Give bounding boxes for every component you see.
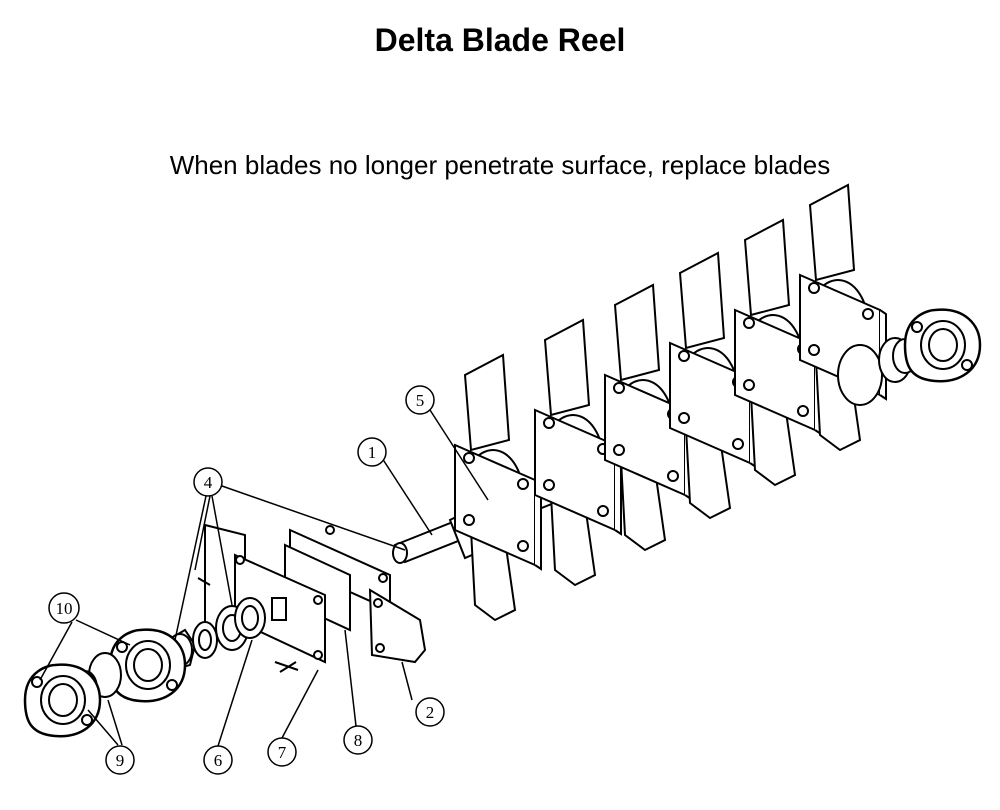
left-bearing-assembly <box>23 628 187 738</box>
callout-7: 7 <box>267 737 297 767</box>
svg-text:1: 1 <box>368 443 377 462</box>
svg-text:6: 6 <box>214 751 223 770</box>
svg-text:7: 7 <box>278 743 287 762</box>
svg-text:9: 9 <box>116 751 125 770</box>
blade-assembly <box>454 184 887 621</box>
instruction-text: When blades no longer penetrate surface,… <box>169 150 831 180</box>
callout-2: 2 <box>415 697 445 727</box>
svg-text:5: 5 <box>416 391 425 410</box>
callout-9: 9 <box>105 745 135 775</box>
callout-4: 4 <box>193 467 223 497</box>
leader-lines <box>39 409 489 747</box>
right-bearing-assembly <box>837 308 982 406</box>
callout-5: 5 <box>405 385 435 415</box>
callout-1: 1 <box>357 437 387 467</box>
callout-10: 10 <box>48 592 80 624</box>
svg-text:4: 4 <box>204 473 213 492</box>
blade-bracket <box>368 588 427 664</box>
svg-text:10: 10 <box>56 599 73 618</box>
callout-6: 6 <box>203 745 233 775</box>
svg-text:8: 8 <box>354 731 363 750</box>
svg-text:2: 2 <box>426 703 435 722</box>
callout-8: 8 <box>343 725 373 755</box>
page-title: Delta Blade Reel <box>374 22 626 58</box>
